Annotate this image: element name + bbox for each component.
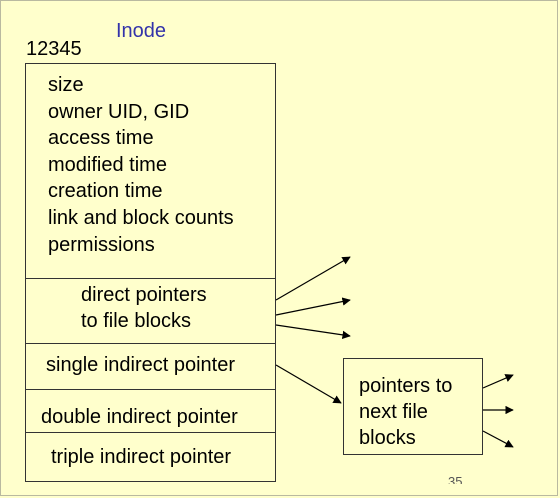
attribute-list: size owner UID, GID access time modified…	[48, 72, 234, 258]
page-number: 35	[448, 474, 463, 484]
indirect-block-box: pointers to next file blocks	[343, 358, 483, 455]
inode-number: 12345	[26, 38, 82, 60]
attribute-modified-time: modified time	[48, 153, 167, 176]
inode-box: size owner UID, GID access time modified…	[25, 63, 276, 482]
direct-pointers-line1: direct pointers	[81, 284, 207, 306]
block-pointer-arrow	[482, 374, 514, 389]
direct-pointer-arrow	[275, 297, 351, 316]
triple-indirect-label: triple indirect pointer	[51, 446, 232, 468]
section-divider	[26, 278, 275, 279]
single-indirect-arrow	[275, 364, 342, 404]
double-indirect-label: double indirect pointer	[41, 406, 238, 428]
indirect-block-text: pointers to next file blocks	[359, 373, 452, 451]
attribute-creation-time: creation time	[48, 180, 163, 203]
block-pointer-arrow	[482, 430, 514, 448]
attribute-size: size	[48, 74, 84, 96]
attribute-access-time: access time	[48, 127, 154, 150]
attribute-owner: owner UID, GID	[48, 100, 190, 123]
direct-pointer-arrow	[275, 256, 351, 301]
section-divider	[26, 389, 275, 390]
section-divider	[26, 432, 275, 433]
direct-pointer-arrow	[275, 324, 351, 340]
indirect-block-line2: next file	[359, 401, 428, 423]
single-indirect-label: single indirect pointer	[46, 354, 235, 376]
attribute-permissions: permissions	[48, 233, 155, 256]
indirect-block-line3: blocks	[359, 427, 416, 449]
direct-pointers-line2: to file blocks	[81, 310, 192, 332]
indirect-block-line1: pointers to	[359, 375, 453, 397]
diagram-title: Inode	[116, 20, 167, 42]
attribute-link-block-counts: link and block counts	[48, 206, 234, 229]
section-divider	[26, 343, 275, 344]
